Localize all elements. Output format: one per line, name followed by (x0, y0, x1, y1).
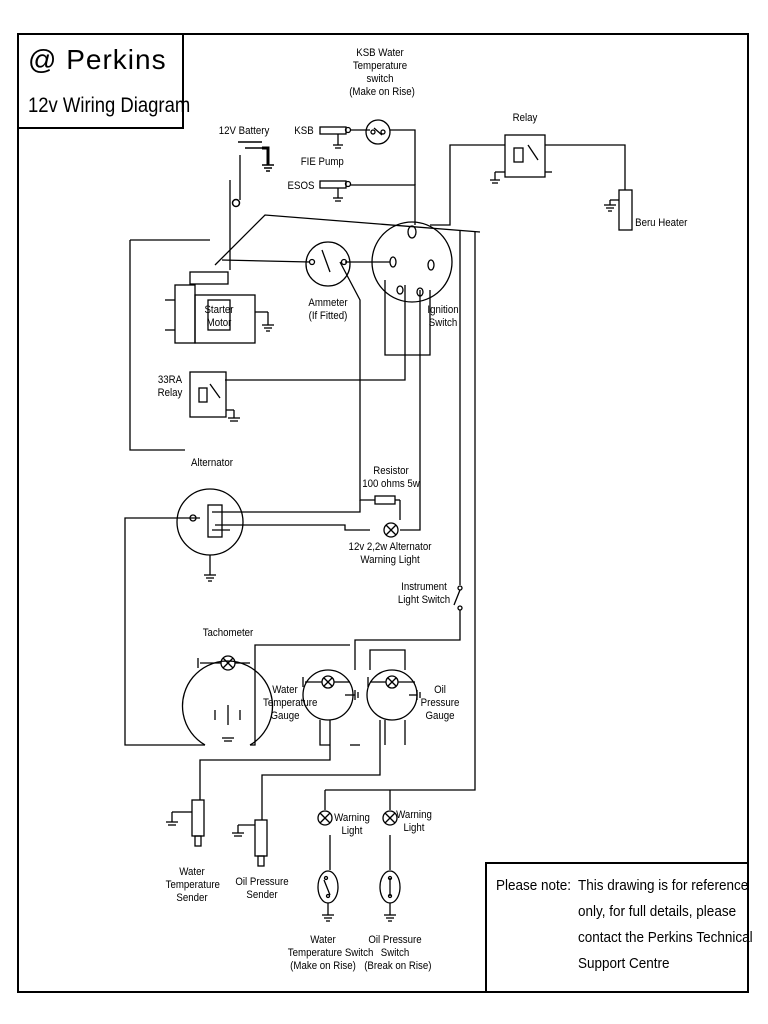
wire (430, 144, 505, 226)
label-ksb: KSB (294, 125, 314, 137)
wire (250, 644, 350, 746)
wire (212, 500, 361, 513)
relay (490, 134, 552, 184)
warning-light-1 (317, 810, 333, 826)
wire (325, 232, 476, 791)
alternator-warning-light (383, 522, 399, 538)
wire (214, 214, 481, 266)
warning-light-2 (382, 810, 398, 826)
relay-33ra (189, 371, 240, 422)
note-label: Please note: (496, 877, 572, 894)
note-line: Support Centre (578, 955, 670, 972)
esos-plug (319, 180, 352, 202)
note-line: This drawing is for reference (578, 877, 749, 894)
label-esos: ESOS (287, 180, 315, 192)
label-tachometer: Tachometer (202, 627, 254, 639)
label-fie-pump: FIE Pump (300, 156, 344, 168)
oil-pressure-gauge (366, 669, 421, 721)
title-box (17, 33, 184, 129)
label-battery: 12V Battery (218, 125, 270, 137)
wire (400, 290, 421, 531)
label-ammeter: Ammeter(If Fitted) (308, 297, 348, 322)
wire (221, 259, 311, 263)
instrument-light-switch (453, 585, 463, 611)
tachometer (181, 655, 274, 746)
wire (199, 720, 331, 800)
wire (369, 649, 406, 670)
water-temperature-sender (166, 799, 205, 847)
ksb-plug (319, 126, 352, 149)
note-box (485, 862, 749, 993)
wire (319, 720, 330, 746)
starter-motor (165, 271, 274, 344)
ksb-water-switch (365, 119, 391, 145)
beru-heater (604, 189, 633, 231)
note-line: contact the Perkins Technical (578, 929, 753, 946)
label-beru-heater: Beru Heater (635, 217, 688, 229)
water-temperature-switch (317, 870, 339, 922)
label-relay: Relay (512, 112, 538, 124)
battery (231, 141, 274, 208)
wire (384, 280, 431, 356)
oil-pressure-sender (232, 819, 268, 867)
brand-title: @ Perkins (28, 44, 167, 75)
wire (124, 517, 205, 746)
wire (129, 240, 185, 451)
note-line: only, for full details, please (578, 903, 737, 920)
ignition-switch (371, 221, 453, 303)
water-temperature-gauge (302, 669, 359, 721)
wire (261, 720, 381, 820)
wire (390, 129, 416, 185)
wire (350, 184, 416, 225)
wire (215, 524, 370, 531)
diagram-frame (17, 33, 749, 993)
ammeter (305, 241, 351, 287)
alternator (176, 488, 244, 582)
label-alternator: Alternator (191, 457, 233, 469)
diagram-subtitle: 12v Wiring Diagram (28, 94, 191, 117)
wire (545, 144, 626, 190)
oil-pressure-switch (379, 870, 401, 922)
wire (339, 261, 375, 501)
wire (354, 610, 461, 670)
wire (225, 285, 406, 381)
resistor (374, 495, 401, 520)
